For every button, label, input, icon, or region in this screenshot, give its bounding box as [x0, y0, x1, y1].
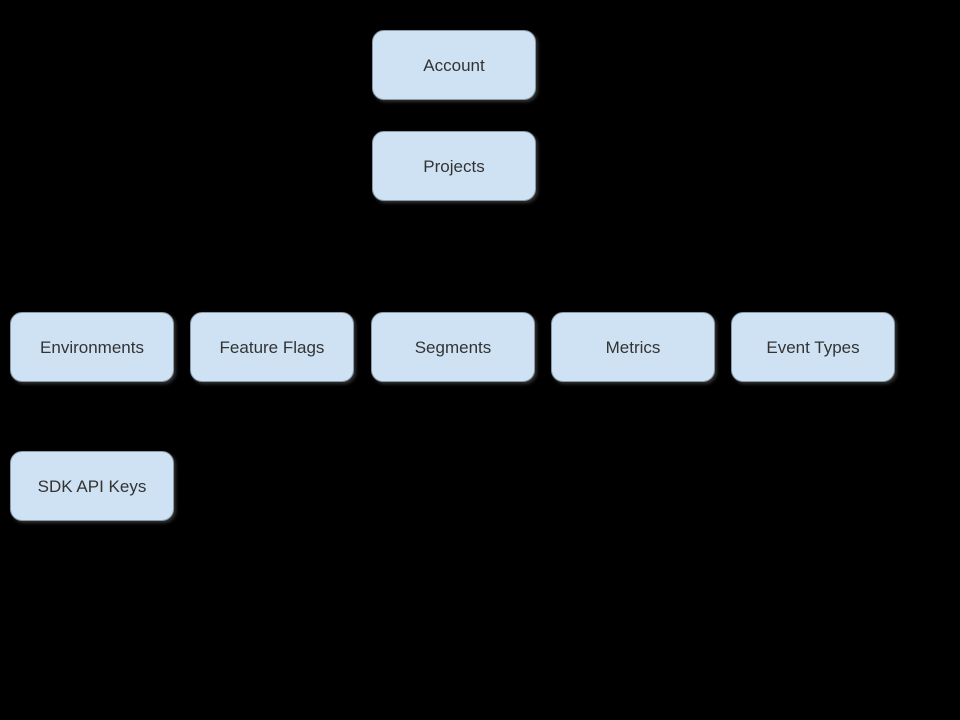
node-feature-flags: Feature Flags — [190, 312, 354, 382]
node-metrics: Metrics — [551, 312, 715, 382]
node-account-label: Account — [423, 55, 485, 75]
node-event-types: Event Types — [731, 312, 895, 382]
node-feature-flags-label: Feature Flags — [219, 337, 325, 357]
node-sdk-api-keys-label: SDK API Keys — [37, 476, 147, 496]
node-segments-label: Segments — [414, 337, 492, 357]
node-account: Account — [372, 30, 536, 100]
node-projects-label: Projects — [423, 156, 485, 176]
node-environments: Environments — [10, 312, 174, 382]
node-event-types-label: Event Types — [766, 337, 860, 357]
node-sdk-api-keys: SDK API Keys — [10, 451, 174, 521]
node-environments-label: Environments — [40, 337, 144, 357]
node-metrics-label: Metrics — [605, 337, 661, 357]
node-segments: Segments — [371, 312, 535, 382]
node-projects: Projects — [372, 131, 536, 201]
